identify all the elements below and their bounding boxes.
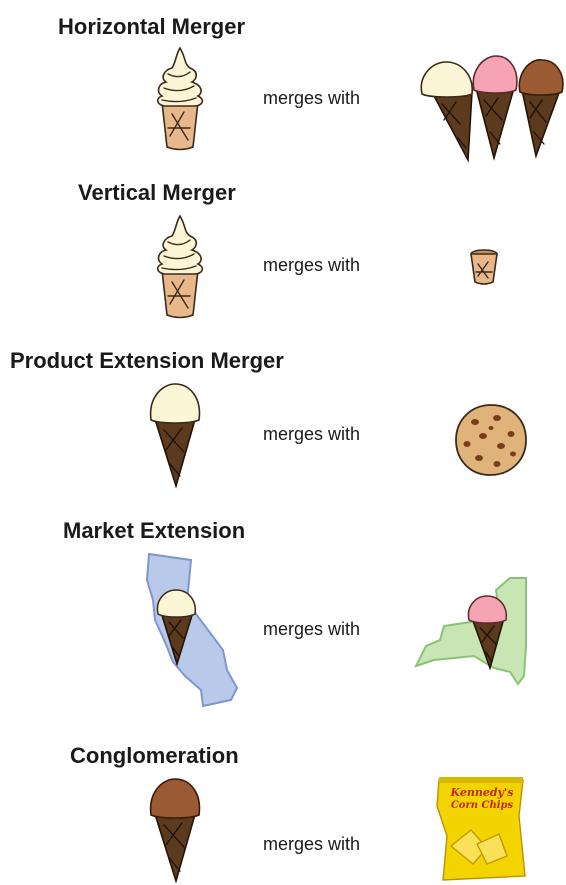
chocolate-cone-icon: [149, 778, 201, 884]
chips-product-label: Corn Chips: [450, 800, 514, 811]
section-title-vertical-merger: Vertical Merger: [78, 180, 236, 205]
new-york-map-with-cone-icon: [414, 577, 527, 686]
chips-brand-label: Kennedy's: [450, 786, 514, 799]
section-title-market-extension: Market Extension: [63, 518, 246, 543]
california-map-with-cone-icon: [145, 552, 239, 708]
section-title-conglomeration: Conglomeration: [70, 743, 239, 768]
section-title-horizontal-merger: Horizontal Merger: [58, 14, 246, 39]
merges-with-label: merges with: [263, 619, 361, 639]
merges-with-label: merges with: [263, 255, 361, 275]
soft-serve-cone-icon: [156, 214, 204, 319]
empty-cone-cup-icon: [470, 249, 498, 285]
vanilla-cone-icon: [149, 383, 201, 489]
merges-with-label: merges with: [263, 88, 361, 108]
corn-chips-bag-icon: Kennedy's Corn Chips: [433, 776, 529, 882]
section-title-product-extension-merger: Product Extension Merger: [10, 348, 284, 373]
cookie-icon: [455, 404, 527, 476]
soft-serve-cone-icon: [156, 46, 204, 151]
merges-with-label: merges with: [263, 424, 361, 444]
merges-with-label: merges with: [263, 834, 361, 854]
three-scoop-cones-icon: [420, 55, 564, 163]
